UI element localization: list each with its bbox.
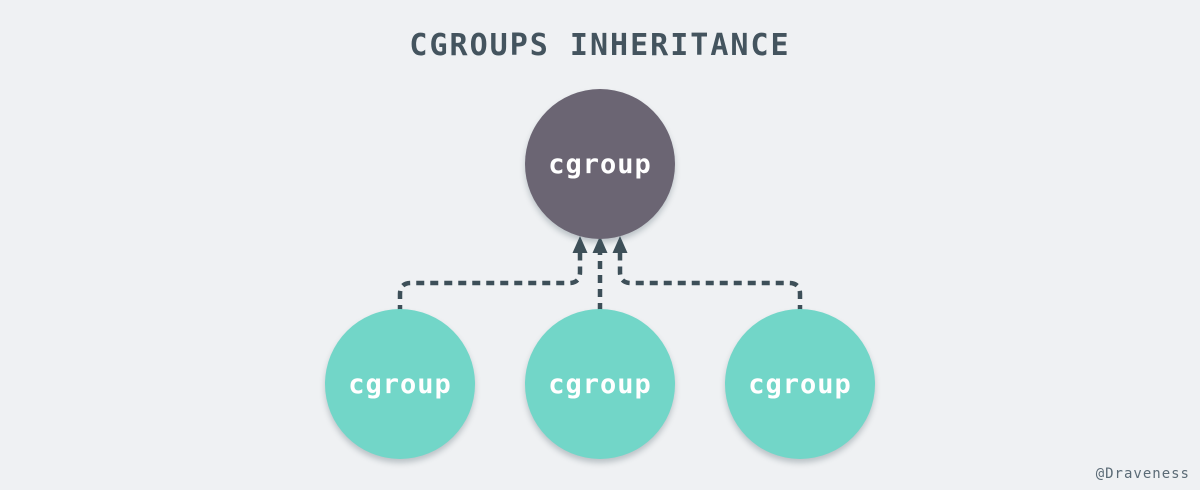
arrowhead-right-icon [612, 236, 628, 253]
child-cgroup-node-2: cgroup [525, 309, 675, 459]
watermark: @Draveness [1095, 466, 1190, 482]
edge-child2-parent [617, 252, 803, 313]
arrowhead-middle-icon [592, 236, 608, 253]
arrowhead-left-icon [572, 236, 588, 253]
parent-cgroup-node: cgroup [525, 89, 675, 239]
child-cgroup-label-1: cgroup [348, 368, 452, 400]
child-cgroup-label-2: cgroup [548, 368, 652, 400]
child-cgroup-node-1: cgroup [325, 309, 475, 459]
edge-child0-parent [397, 252, 583, 313]
child-cgroup-label-3: cgroup [748, 368, 852, 400]
parent-cgroup-label: cgroup [548, 148, 652, 180]
child-cgroup-node-3: cgroup [725, 309, 875, 459]
diagram-title: CGROUPS INHERITANCE [409, 28, 791, 63]
